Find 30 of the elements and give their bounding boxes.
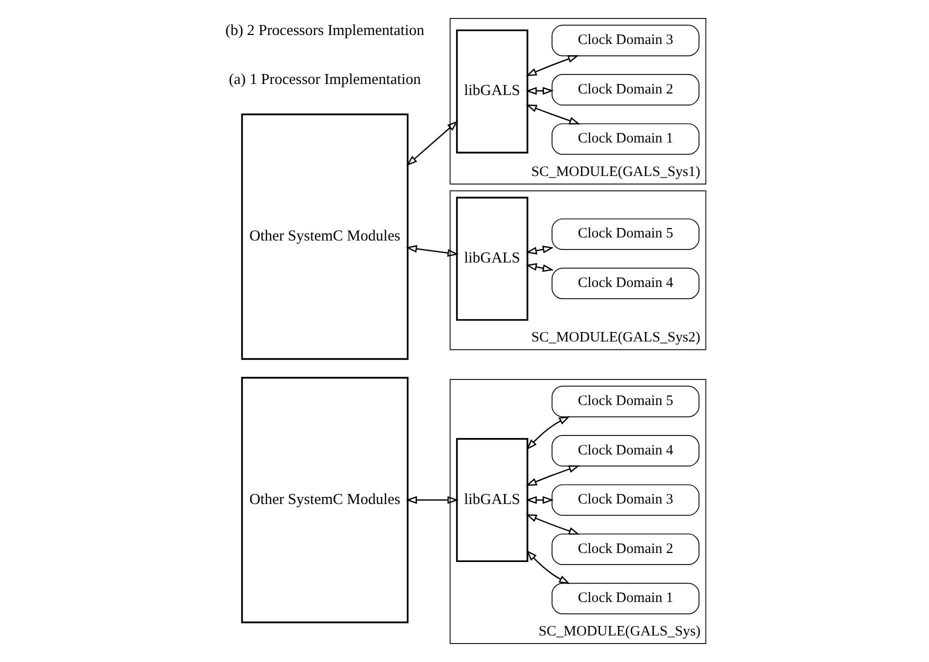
node-box: Clock Domain 5 bbox=[551, 386, 699, 418]
node-box: Clock Domain 1 bbox=[551, 582, 699, 614]
node-box: Clock Domain 2 bbox=[551, 74, 699, 106]
arrow bbox=[525, 263, 554, 272]
node-box: Clock Domain 1 bbox=[551, 123, 699, 155]
node-box: Clock Domain 3 bbox=[551, 484, 699, 516]
node-box: libGALS bbox=[456, 196, 528, 321]
node-box: Clock Domain 2 bbox=[551, 534, 699, 565]
arrow bbox=[525, 496, 554, 504]
arrow bbox=[525, 55, 578, 76]
node-box: libGALS bbox=[456, 438, 528, 562]
arrow bbox=[405, 245, 458, 257]
label: (a) 1 Processor Implementation bbox=[228, 71, 420, 88]
arrow bbox=[525, 86, 554, 95]
node-box: Clock Domain 4 bbox=[551, 268, 699, 300]
arrow bbox=[526, 550, 570, 584]
arrow bbox=[406, 120, 458, 166]
node-box: libGALS bbox=[456, 29, 528, 154]
node-box: Clock Domain 5 bbox=[551, 218, 699, 250]
node-box: Clock Domain 4 bbox=[551, 435, 699, 466]
arrow bbox=[525, 246, 554, 254]
node-box: Other SystemC Modules bbox=[240, 376, 408, 624]
node-box: Other SystemC Modules bbox=[240, 114, 408, 360]
arrow bbox=[405, 496, 458, 504]
label: (b) 2 Processors Implementation bbox=[224, 22, 424, 39]
arrow bbox=[525, 465, 580, 486]
arrow bbox=[526, 416, 570, 450]
node-box: Clock Domain 3 bbox=[551, 24, 699, 56]
arrow bbox=[525, 104, 580, 124]
arrow bbox=[525, 514, 580, 535]
